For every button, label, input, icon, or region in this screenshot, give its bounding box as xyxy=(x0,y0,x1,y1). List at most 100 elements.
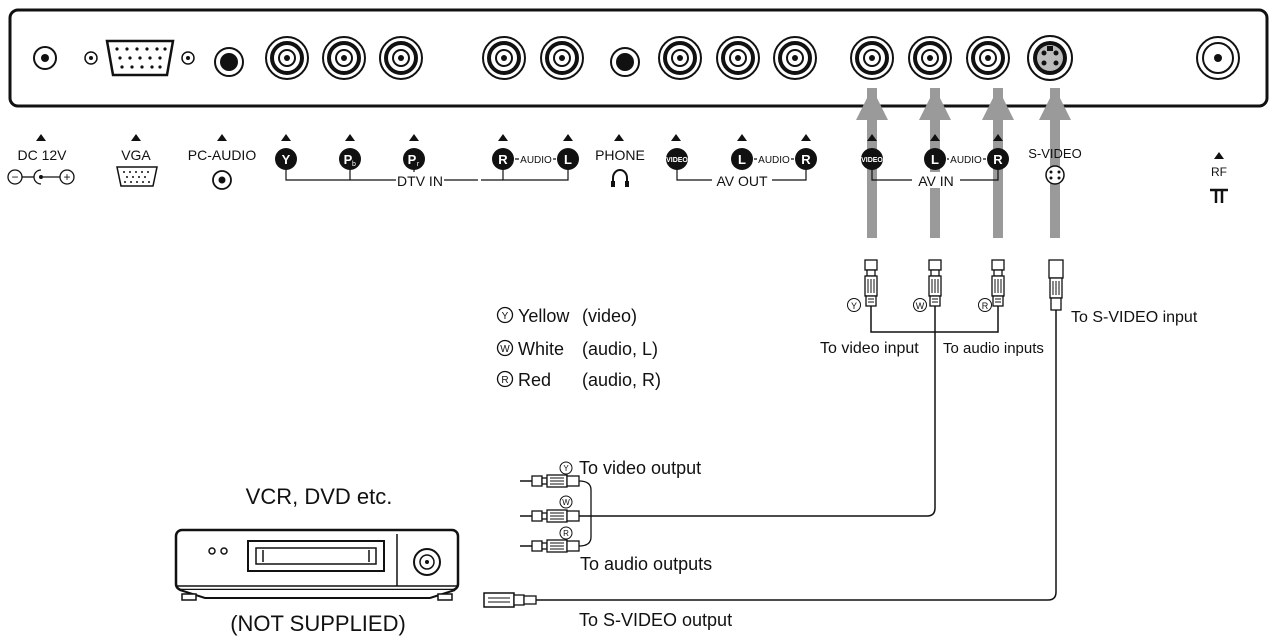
badge-y xyxy=(275,148,297,170)
badge-audio-r xyxy=(492,148,514,170)
rf-label: RF xyxy=(1211,165,1227,179)
vcr-device xyxy=(174,528,460,601)
av-in-audio-label: AUDIO xyxy=(950,155,982,166)
plug-mark-y-circle xyxy=(847,298,861,312)
callout-to-audio-outputs: To audio outputs xyxy=(580,554,712,574)
vga-label: VGA xyxy=(121,147,151,163)
badge-av-out-l-text: L xyxy=(738,152,746,167)
badge-pr xyxy=(403,148,425,170)
av-out-r-jack[interactable] xyxy=(772,35,818,81)
s-video-jack[interactable] xyxy=(1027,35,1073,81)
callout-to-svideo-output: To S-VIDEO output xyxy=(579,610,732,630)
badge-av-in-video xyxy=(861,148,883,170)
legend-desc-audio-l: (audio, L) xyxy=(582,339,658,359)
plug-mark-w-circle xyxy=(913,298,927,312)
badge-av-out-l xyxy=(731,148,753,170)
pc-audio-icon xyxy=(212,170,232,190)
badge-av-in-r xyxy=(987,148,1009,170)
out-mark-w-circle xyxy=(559,495,573,509)
badge-pr-sub: r xyxy=(417,161,420,168)
s-video-icon xyxy=(1045,165,1065,185)
callout-to-video-input: To video input xyxy=(820,340,919,357)
badge-audio-l xyxy=(557,148,579,170)
out-mark-r-circle xyxy=(559,526,573,540)
dc12v-label: DC 12V xyxy=(17,147,67,163)
video-plug xyxy=(864,259,878,307)
plug-mark-y: Y xyxy=(851,301,857,311)
plug-mark-r-circle xyxy=(978,298,992,312)
headphone-icon xyxy=(611,169,629,187)
av-out-video-jack[interactable] xyxy=(657,35,703,81)
dtv-pr-jack[interactable] xyxy=(378,35,424,81)
legend-desc-audio-r: (audio, R) xyxy=(582,370,661,390)
rf-jack[interactable] xyxy=(1196,36,1240,80)
audio-l-plug xyxy=(928,259,942,307)
device-note: (NOT SUPPLIED) xyxy=(230,611,406,636)
av-out-label: AV OUT xyxy=(716,173,768,189)
dc-polarity-icon xyxy=(7,169,75,185)
av-in-l-jack[interactable] xyxy=(907,35,953,81)
color-legend: Y Yellow (video) W White (audio, L) R Re… xyxy=(496,306,661,390)
dtv-pb-jack[interactable] xyxy=(321,35,367,81)
legend-mark-y: Y xyxy=(502,311,509,322)
polarity-plus: + xyxy=(63,170,70,184)
out-mark-w: W xyxy=(562,498,570,507)
cables xyxy=(535,306,1057,601)
dc-12v-jack[interactable] xyxy=(33,46,57,70)
vga-port[interactable] xyxy=(84,39,195,77)
audio-r-jack[interactable] xyxy=(481,35,527,81)
plug-mark-r: R xyxy=(982,301,989,311)
vga-icon xyxy=(116,166,158,187)
av-out-audio-label: AUDIO xyxy=(758,155,790,166)
dtv-in-bracket xyxy=(285,168,478,181)
legend-color-white: White xyxy=(518,339,564,359)
badge-y-text: Y xyxy=(282,152,291,167)
badge-av-in-r-text: R xyxy=(993,152,1003,167)
callout-to-svideo-input: To S-VIDEO input xyxy=(1071,309,1198,326)
callout-to-audio-inputs: To audio inputs xyxy=(943,340,1044,357)
av-out-l-jack[interactable] xyxy=(715,35,761,81)
badge-av-in-l-text: L xyxy=(931,152,939,167)
output-plugs xyxy=(483,474,592,608)
audio-l-jack[interactable] xyxy=(539,35,585,81)
antenna-icon xyxy=(1210,188,1228,203)
audio-label-bg xyxy=(519,152,553,165)
badge-av-out-r xyxy=(795,148,817,170)
av-in-label: AV IN xyxy=(918,173,954,189)
av-in-label-bg xyxy=(912,172,960,188)
legend-color-yellow: Yellow xyxy=(518,306,570,326)
svideo-plug xyxy=(1048,259,1064,311)
audio-label: AUDIO xyxy=(520,155,552,166)
pc-audio-label: PC-AUDIO xyxy=(188,147,257,163)
legend-desc-video: (video) xyxy=(582,306,637,326)
plug-mark-w: W xyxy=(916,301,925,311)
badge-pr-text: P xyxy=(408,152,417,167)
badge-av-in-video-text: VIDEO xyxy=(861,157,883,164)
legend-mark-w: W xyxy=(500,344,510,355)
pc-audio-jack[interactable] xyxy=(214,47,244,77)
audio-r-plug xyxy=(991,259,1005,307)
av-in-video-jack[interactable] xyxy=(849,35,895,81)
legend-mark-r: R xyxy=(501,375,508,386)
badge-av-in-l xyxy=(924,148,946,170)
polarity-minus: − xyxy=(11,170,18,184)
badge-av-out-video xyxy=(666,148,688,170)
jack-markers xyxy=(36,134,1224,159)
badge-av-out-r-text: R xyxy=(801,152,811,167)
badge-audio-l-text: L xyxy=(564,152,572,167)
av-in-r-jack[interactable] xyxy=(965,35,1011,81)
badge-pb xyxy=(339,148,361,170)
phone-jack[interactable] xyxy=(610,47,640,77)
legend-color-red: Red xyxy=(518,370,551,390)
s-video-label: S-VIDEO xyxy=(1028,146,1081,161)
phone-label: PHONE xyxy=(595,147,645,163)
badge-audio-r-text: R xyxy=(498,152,508,167)
dtv-label-bg xyxy=(396,172,444,188)
out-mark-y-circle xyxy=(559,461,573,475)
dtv-y-jack[interactable] xyxy=(264,35,310,81)
badge-pb-text: P xyxy=(344,152,353,167)
av-out-audio-bg xyxy=(757,152,791,165)
callout-to-video-output: To video output xyxy=(579,458,701,478)
out-mark-y: Y xyxy=(563,464,569,473)
